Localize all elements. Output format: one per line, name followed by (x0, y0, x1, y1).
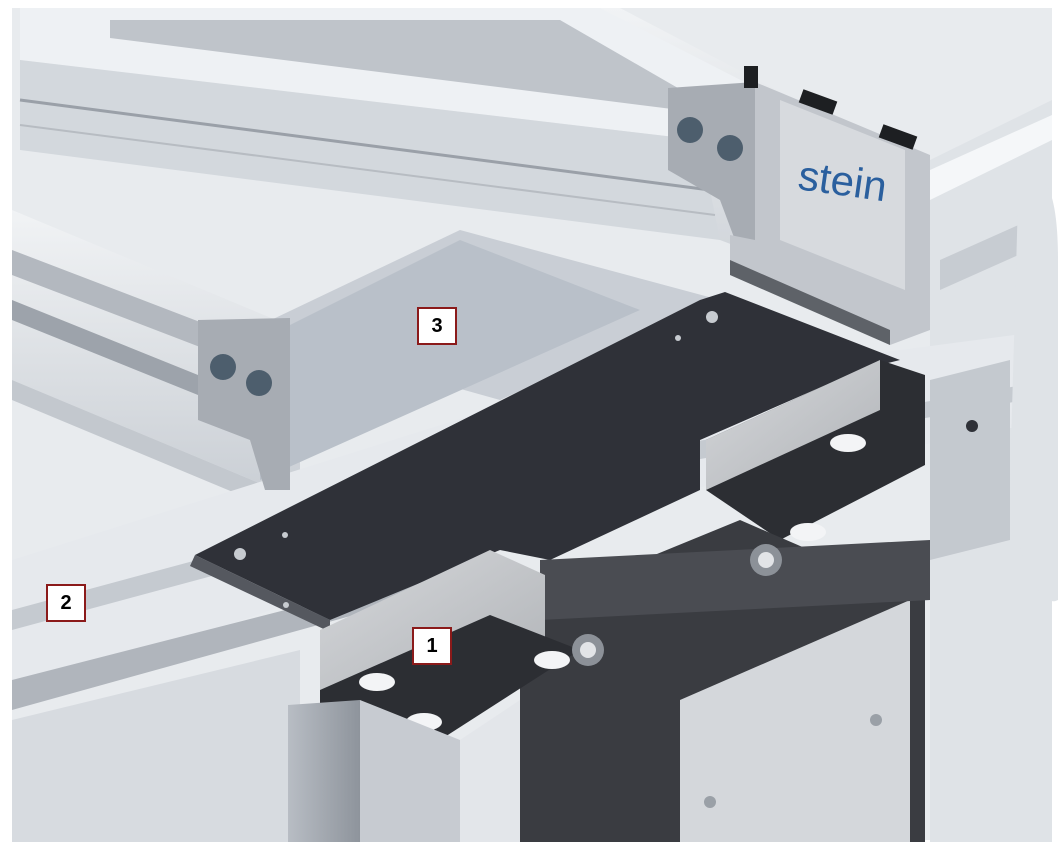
lower-uprights (288, 360, 1010, 842)
bracket-right (668, 82, 755, 240)
bracket-left (198, 318, 290, 490)
connector-cube: stein (730, 82, 930, 345)
callout-2: 2 (46, 584, 86, 622)
center-housing (520, 520, 930, 842)
callout-1: 1 (412, 627, 452, 665)
callout-3: 3 (417, 307, 457, 345)
right-clamp-block (706, 360, 925, 541)
mounting-plate (190, 292, 900, 632)
front-clamp-block (320, 550, 604, 740)
